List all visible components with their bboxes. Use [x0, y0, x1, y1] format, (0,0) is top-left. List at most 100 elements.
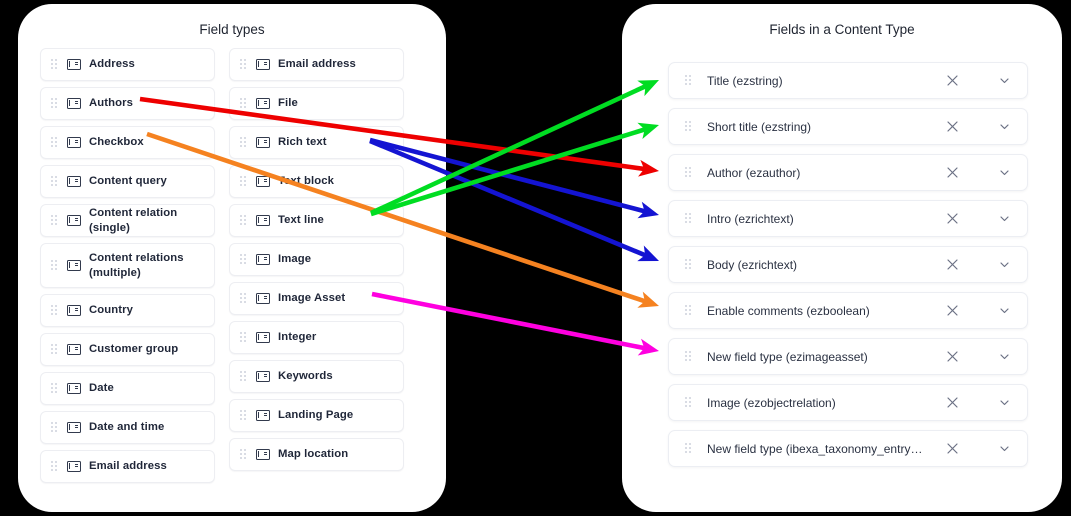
content-type-field-row[interactable]: Body (ezrichtext)	[668, 246, 1028, 283]
content-type-field-label: Body (ezrichtext)	[707, 257, 798, 272]
content-type-field-row[interactable]: New field type (ibexa_taxonomy_entry_ass…	[668, 430, 1028, 467]
chevron-down-icon[interactable]	[995, 210, 1013, 228]
field-type-icon	[67, 344, 81, 355]
field-type-card[interactable]: Landing Page	[229, 399, 404, 432]
drag-handle-icon[interactable]	[51, 259, 59, 272]
chevron-down-icon[interactable]	[995, 348, 1013, 366]
close-icon[interactable]	[943, 440, 961, 458]
close-icon[interactable]	[943, 302, 961, 320]
drag-handle-icon[interactable]	[240, 97, 248, 110]
field-type-label: Integer	[278, 331, 317, 344]
drag-handle-icon[interactable]	[240, 175, 248, 188]
drag-handle-icon[interactable]	[240, 136, 248, 149]
content-type-field-label: Intro (ezrichtext)	[707, 211, 794, 226]
field-types-panel-title: Field types	[199, 22, 265, 37]
field-type-card[interactable]: Text block	[229, 165, 404, 198]
content-type-field-row[interactable]: Image (ezobjectrelation)	[668, 384, 1028, 421]
content-type-field-label: Title (ezstring)	[707, 73, 783, 88]
chevron-down-icon[interactable]	[995, 440, 1013, 458]
drag-handle-icon[interactable]	[51, 97, 59, 110]
field-type-card[interactable]: Country	[40, 294, 215, 327]
field-type-card[interactable]: Rich text	[229, 126, 404, 159]
drag-handle-icon[interactable]	[240, 331, 248, 344]
drag-handle-icon[interactable]	[240, 370, 248, 383]
field-type-icon	[67, 461, 81, 472]
field-type-label: Address	[89, 58, 135, 71]
chevron-down-icon[interactable]	[995, 118, 1013, 136]
field-type-icon	[256, 293, 270, 304]
field-type-icon	[256, 98, 270, 109]
field-type-card[interactable]: Image	[229, 243, 404, 276]
field-type-card[interactable]: Checkbox	[40, 126, 215, 159]
drag-handle-icon[interactable]	[51, 214, 59, 227]
drag-handle-icon[interactable]	[51, 175, 59, 188]
field-type-card[interactable]: Email address	[229, 48, 404, 81]
drag-handle-icon[interactable]	[51, 58, 59, 71]
field-type-icon	[67, 176, 81, 187]
chevron-down-icon[interactable]	[995, 256, 1013, 274]
field-type-card[interactable]: Content relations (multiple)	[40, 243, 215, 288]
field-type-card[interactable]: Customer group	[40, 333, 215, 366]
close-icon[interactable]	[943, 164, 961, 182]
close-icon[interactable]	[943, 256, 961, 274]
content-type-field-row[interactable]: Intro (ezrichtext)	[668, 200, 1028, 237]
field-type-icon	[67, 422, 81, 433]
field-type-card[interactable]: Date and time	[40, 411, 215, 444]
drag-handle-icon[interactable]	[240, 253, 248, 266]
close-icon[interactable]	[943, 72, 961, 90]
drag-handle-icon[interactable]	[685, 258, 693, 271]
drag-handle-icon[interactable]	[240, 409, 248, 422]
drag-handle-icon[interactable]	[51, 421, 59, 434]
content-type-field-label: Author (ezauthor)	[707, 165, 801, 180]
field-type-card[interactable]: Address	[40, 48, 215, 81]
close-icon[interactable]	[943, 118, 961, 136]
drag-handle-icon[interactable]	[51, 136, 59, 149]
field-type-card[interactable]: File	[229, 87, 404, 120]
chevron-down-icon[interactable]	[995, 72, 1013, 90]
content-type-field-label: Image (ezobjectrelation)	[707, 395, 836, 410]
field-type-card[interactable]: Integer	[229, 321, 404, 354]
content-type-field-row[interactable]: Title (ezstring)	[668, 62, 1028, 99]
close-icon[interactable]	[943, 394, 961, 412]
field-type-card[interactable]: Image Asset	[229, 282, 404, 315]
drag-handle-icon[interactable]	[685, 396, 693, 409]
field-type-card[interactable]: Map location	[229, 438, 404, 471]
close-icon[interactable]	[943, 348, 961, 366]
drag-handle-icon[interactable]	[240, 58, 248, 71]
field-type-card[interactable]: Email address	[40, 450, 215, 483]
field-type-label: Date and time	[89, 421, 165, 434]
chevron-down-icon[interactable]	[995, 394, 1013, 412]
content-type-field-row[interactable]: Enable comments (ezboolean)	[668, 292, 1028, 329]
drag-handle-icon[interactable]	[685, 74, 693, 87]
drag-handle-icon[interactable]	[685, 442, 693, 455]
drag-handle-icon[interactable]	[51, 460, 59, 473]
content-type-field-row[interactable]: New field type (ezimageasset)	[668, 338, 1028, 375]
chevron-down-icon[interactable]	[995, 164, 1013, 182]
field-type-card[interactable]: Text line	[229, 204, 404, 237]
drag-handle-icon[interactable]	[685, 350, 693, 363]
content-type-field-row[interactable]: Author (ezauthor)	[668, 154, 1028, 191]
drag-handle-icon[interactable]	[685, 212, 693, 225]
drag-handle-icon[interactable]	[685, 120, 693, 133]
chevron-down-icon[interactable]	[995, 302, 1013, 320]
close-icon[interactable]	[943, 210, 961, 228]
content-type-field-row[interactable]: Short title (ezstring)	[668, 108, 1028, 145]
field-type-card[interactable]: Authors	[40, 87, 215, 120]
drag-handle-icon[interactable]	[240, 448, 248, 461]
drag-handle-icon[interactable]	[240, 292, 248, 305]
drag-handle-icon[interactable]	[51, 382, 59, 395]
field-type-card[interactable]: Content relation (single)	[40, 204, 215, 237]
drag-handle-icon[interactable]	[51, 304, 59, 317]
field-type-card[interactable]: Date	[40, 372, 215, 405]
drag-handle-icon[interactable]	[51, 343, 59, 356]
field-type-card[interactable]: Content query	[40, 165, 215, 198]
drag-handle-icon[interactable]	[685, 304, 693, 317]
drag-handle-icon[interactable]	[685, 166, 693, 179]
field-type-label: Keywords	[278, 370, 333, 383]
drag-handle-icon[interactable]	[240, 214, 248, 227]
field-type-card[interactable]: Keywords	[229, 360, 404, 393]
